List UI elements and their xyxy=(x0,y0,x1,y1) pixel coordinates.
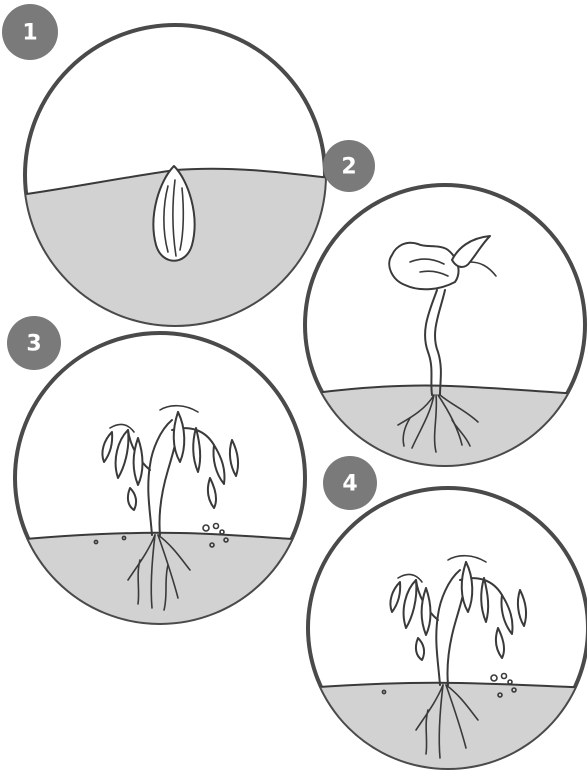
stage-2-panel: 2 xyxy=(300,140,587,480)
stage-4-panel: 4 xyxy=(305,456,587,774)
stage-2-number: 2 xyxy=(341,155,356,180)
stage-4-number: 4 xyxy=(342,472,357,497)
stage-1-panel: 1 xyxy=(2,4,340,340)
stage-3-number: 3 xyxy=(26,332,41,357)
stage-4-soil xyxy=(305,683,587,774)
stage-3-panel: 3 xyxy=(7,316,310,630)
stage-1-number: 1 xyxy=(22,21,37,46)
